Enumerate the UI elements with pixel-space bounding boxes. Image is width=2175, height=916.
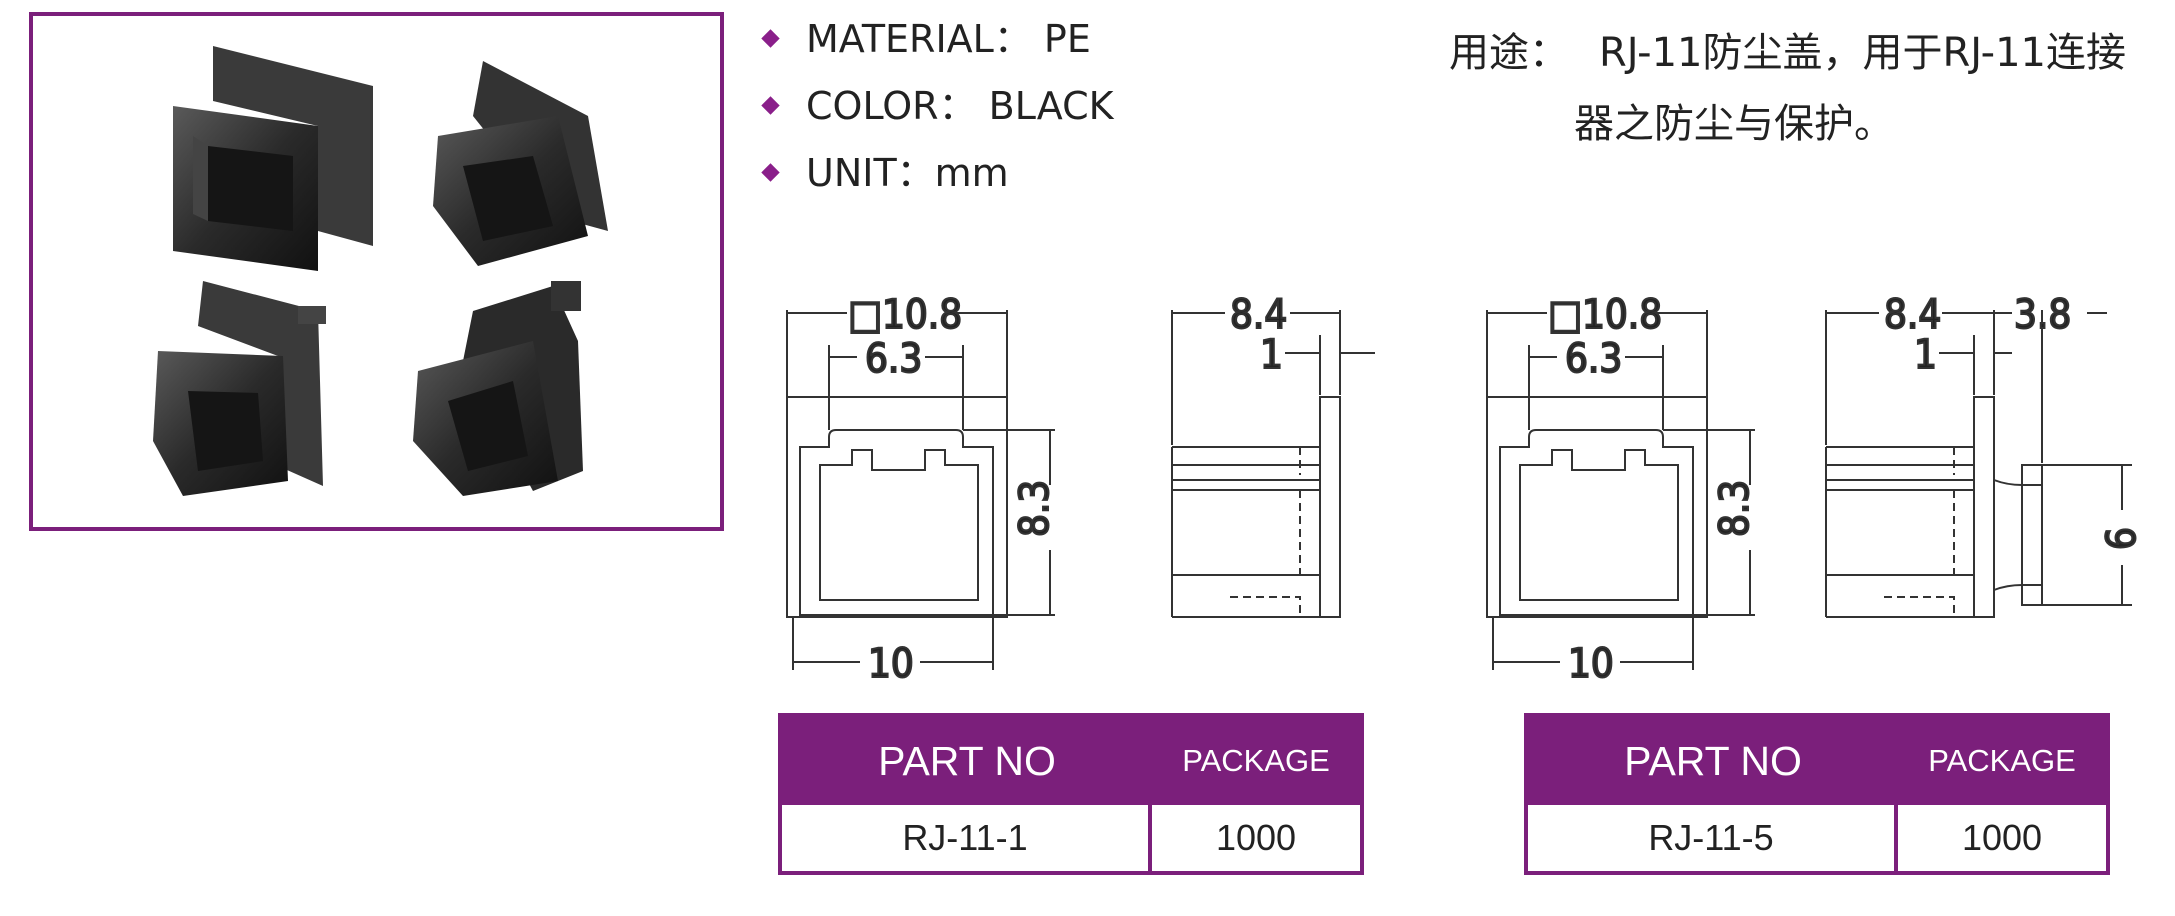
front-view: [1486, 310, 1755, 670]
dust-cap-3: [153, 281, 326, 496]
dim-front-top-width: □10.8: [1548, 292, 1662, 338]
front-view: [786, 310, 1055, 670]
table-row: RJ-11-5 1000: [1528, 805, 2106, 871]
technical-drawing-1: □10.8 6.3 8.3 10 8.4 1: [786, 291, 1375, 688]
header-part-no: PART NO: [1624, 737, 1802, 784]
dim-side-tab: 3.8: [2014, 292, 2071, 338]
dim-front-height: 8.3: [1712, 480, 1758, 537]
cell-package: 1000: [1215, 817, 1297, 858]
dim-side-flange: 1: [1260, 332, 1283, 378]
dim-front-height: 8.3: [1012, 480, 1058, 537]
diamond-bullet-icon: [761, 163, 780, 182]
usage-line-1: RJ-11防尘盖，用于RJ-11连接: [1599, 30, 2126, 76]
header-package: PACKAGE: [1928, 743, 2076, 778]
spec-color-text: COLOR： BLACK: [806, 84, 1114, 128]
part-table-header: PART NO PACKAGE: [1528, 717, 2106, 805]
spec-list: MATERIAL： PE COLOR： BLACK UNIT：mm: [758, 14, 1114, 215]
cell-part-no: RJ-11-5: [1528, 805, 1898, 871]
dust-cap-4: [413, 281, 583, 496]
dust-cap-1: [173, 46, 373, 271]
cell-part-no: RJ-11-1: [782, 805, 1152, 871]
diamond-bullet-icon: [761, 29, 780, 48]
header-package: PACKAGE: [1182, 743, 1330, 778]
drawing-rj11-5: □10.8 6.3 8.3 10: [1467, 285, 2167, 690]
table-row: RJ-11-1 1000: [782, 805, 1360, 871]
usage-line-2: 器之防尘与保护。: [1574, 101, 1894, 147]
dim-side-depth: 8.4: [1230, 292, 1287, 338]
side-view: [1171, 310, 1375, 618]
dim-front-inner-width: 6.3: [1565, 336, 1622, 382]
dim-front-bottom-width: 10: [1568, 641, 1614, 687]
dust-cap-2: [433, 61, 608, 266]
part-table-header: PART NO PACKAGE: [782, 717, 1360, 805]
spec-material-text: MATERIAL： PE: [806, 17, 1091, 61]
diamond-bullet-icon: [761, 96, 780, 115]
cell-package: 1000: [1961, 817, 2043, 858]
spec-unit-text: UNIT：mm: [806, 151, 1009, 195]
spec-color: COLOR： BLACK: [758, 81, 1114, 148]
product-photo-frame: [29, 12, 724, 531]
part-table-2: PART NO PACKAGE RJ-11-5 1000: [1524, 713, 2110, 875]
usage-label: 用途：: [1449, 30, 1569, 76]
header-part-no: PART NO: [878, 737, 1056, 784]
dim-side-flange: 1: [1914, 332, 1937, 378]
drawing-rj11-1: □10.8 6.3 8.3 10 8.4 1: [760, 285, 1460, 690]
dim-front-top-width: □10.8: [848, 292, 962, 338]
spec-material: MATERIAL： PE: [758, 14, 1114, 81]
part-table-1: PART NO PACKAGE RJ-11-1 1000: [778, 713, 1364, 875]
dim-front-bottom-width: 10: [868, 641, 914, 687]
side-view: [1825, 310, 2132, 618]
dim-side-tab-height: 6: [2099, 527, 2145, 550]
dim-front-inner-width: 6.3: [865, 336, 922, 382]
dim-side-depth: 8.4: [1884, 292, 1941, 338]
product-photo: [153, 46, 608, 496]
technical-drawing-2: □10.8 6.3 8.3 10: [1486, 291, 2146, 688]
spec-unit: UNIT：mm: [758, 148, 1114, 215]
